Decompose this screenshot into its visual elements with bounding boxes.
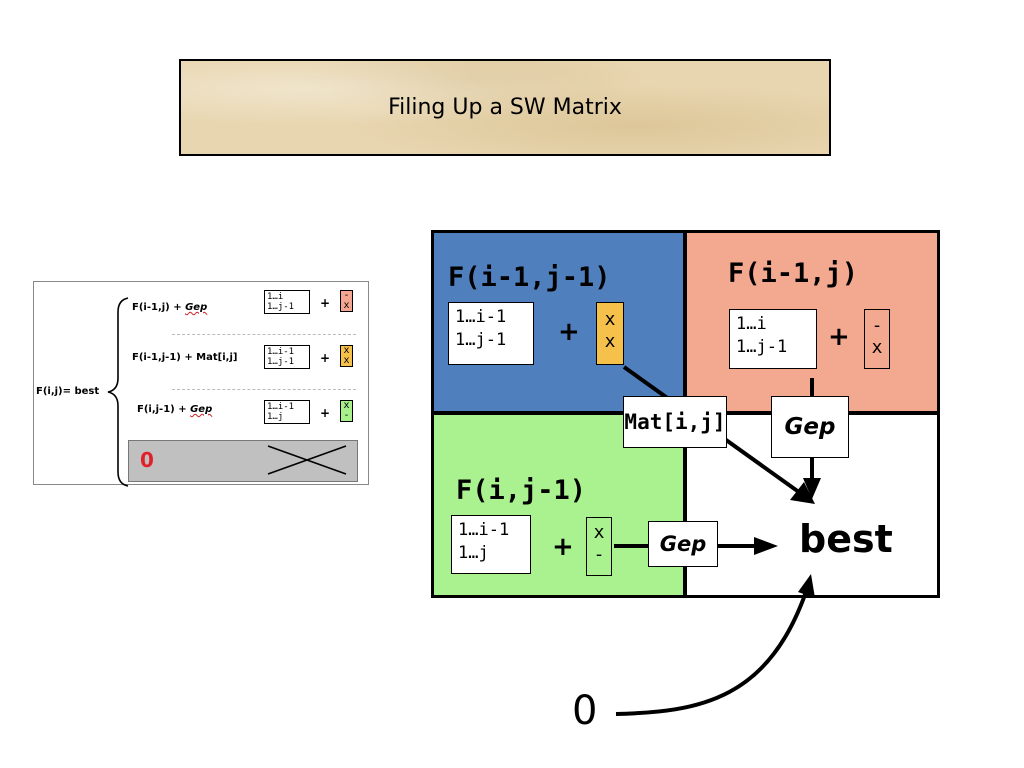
curly-brace	[107, 297, 129, 487]
divider	[172, 334, 356, 335]
mat-tag: Mat[i,j]	[623, 396, 727, 448]
formula-row-1-text: F(i-1,j) +	[132, 302, 186, 313]
formula-row-3-cell: x -	[340, 400, 353, 422]
up-cell-bottom: x	[871, 337, 883, 358]
formula-row-2-cell-bottom: x	[343, 355, 350, 366]
formula-row-3-cell-bottom: -	[343, 410, 350, 421]
formula-row-3-gep: Gep	[190, 404, 213, 415]
formula-row-2-cell-top: x	[343, 345, 350, 356]
formula-row-1-cell-bottom: x	[343, 300, 350, 311]
up-arrow-head	[803, 478, 821, 499]
formula-row-3-plus: +	[320, 406, 331, 420]
formula-row-2-plus: +	[320, 351, 331, 365]
formula-zero: 0	[140, 448, 154, 472]
up-cell-top: -	[871, 315, 883, 336]
gep-up-tag: Gep	[771, 396, 849, 458]
formula-row-3-expr: F(i,j-1) + Gep	[137, 404, 212, 415]
up-index-box: 1…i 1…j-1	[729, 309, 817, 369]
zero-arrow	[615, 585, 810, 716]
diag-cell-top: x	[604, 309, 616, 330]
formula-row-1-index-i: 1…i	[267, 292, 284, 302]
formula-row-1-plus: +	[320, 296, 331, 310]
left-cell-bottom: -	[593, 544, 605, 565]
formula-row-3-index-i: 1…i-1	[267, 402, 295, 412]
left-plus: +	[552, 532, 574, 562]
left-label: F(i,j-1)	[456, 475, 587, 506]
formula-row-1-index-box: 1…i 1…j-1	[264, 290, 310, 314]
up-index-j: 1…j-1	[736, 337, 788, 357]
up-label: F(i-1,j)	[728, 258, 859, 289]
diag-index-i: 1…i-1	[455, 307, 507, 327]
formula-row-1-cell-top: -	[343, 290, 350, 301]
formula-row-1-gep: Gep	[185, 302, 208, 313]
up-plus: +	[828, 322, 850, 352]
formula-row-1-cell: - x	[340, 290, 353, 312]
formula-row-3-index-j: 1…j	[267, 412, 284, 422]
formula-row-2-cell: x x	[340, 345, 353, 367]
formula-row-1-index-j: 1…j-1	[267, 302, 295, 312]
left-cell-top: x	[593, 522, 605, 543]
gep-left-tag: Gep	[648, 521, 718, 567]
diag-index-j: 1…j-1	[455, 330, 507, 350]
up-index-i: 1…i	[736, 314, 767, 334]
diag-cell: x x	[596, 302, 624, 365]
up-cell: - x	[864, 309, 890, 369]
formula-row-3-cell-top: x	[343, 400, 350, 411]
slide-title: Filing Up a SW Matrix	[388, 95, 622, 120]
left-index-i: 1…i-1	[458, 520, 510, 540]
diag-cell-bottom: x	[604, 331, 616, 352]
zero-label: 0	[572, 688, 598, 734]
formula-lhs: F(i,j)= best	[36, 386, 100, 397]
diag-label: F(i-1,j-1)	[448, 262, 611, 293]
formula-row-1-expr: F(i-1,j) + Gep	[132, 302, 207, 313]
left-cell: x -	[586, 517, 612, 576]
formula-row-3-index-box: 1…i-1 1…j	[264, 400, 310, 424]
formula-row-2-index-box: 1…i-1 1…j-1	[264, 345, 310, 369]
diag-plus: +	[558, 317, 580, 347]
diag-index-box: 1…i-1 1…j-1	[448, 302, 534, 365]
diagonal-arrow-head	[790, 482, 815, 504]
formula-row-3-text: F(i,j-1) +	[137, 404, 191, 415]
title-banner: Filing Up a SW Matrix	[179, 59, 831, 156]
left-arrow-head	[754, 537, 778, 555]
left-index-box: 1…i-1 1…j	[451, 515, 531, 574]
best-label: best	[799, 517, 893, 561]
formula-row-2-expr: F(i-1,j-1) + Mat[i,j]	[132, 352, 238, 363]
left-index-j: 1…j	[458, 543, 489, 563]
formula-row-2-index-i: 1…i-1	[267, 347, 295, 357]
zero-arrow-head	[798, 574, 815, 598]
formula-row-2-index-j: 1…j-1	[267, 357, 295, 367]
divider	[172, 389, 356, 390]
formula-zero-row	[128, 440, 358, 482]
